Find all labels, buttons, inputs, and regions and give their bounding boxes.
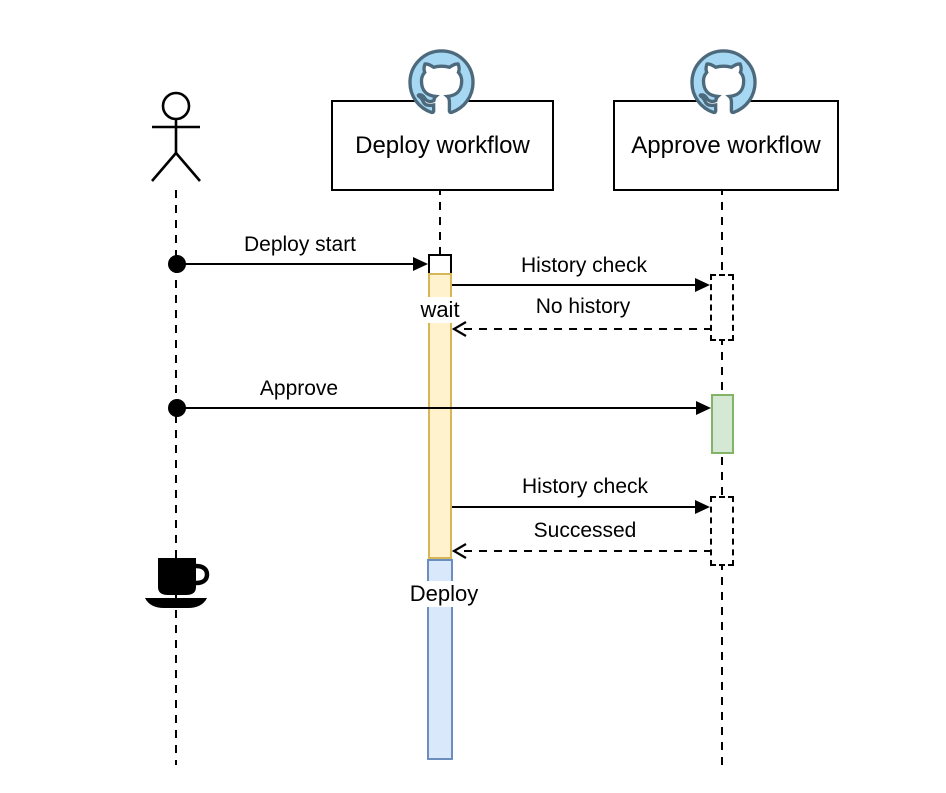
activation-history-check-1	[710, 274, 734, 341]
deploy-lifeline	[439, 187, 441, 255]
message-arrow-no-history	[464, 328, 710, 330]
message-arrow-deploy-start	[184, 263, 415, 265]
approve-lifeline	[721, 187, 723, 765]
wait-label: wait	[415, 297, 465, 323]
message-label-approve: Approve	[259, 377, 339, 400]
message-arrow-approve	[184, 407, 698, 409]
message-arrow-successed	[464, 550, 710, 552]
open-arrowhead-icon	[452, 321, 467, 337]
arrowhead-icon	[695, 500, 710, 514]
arrowhead-icon	[696, 401, 711, 415]
approve-participant-label: Approve workflow	[631, 131, 821, 159]
github-octocat-icon	[690, 49, 757, 115]
message-label-history-check-2: History check	[521, 475, 649, 498]
activation-start-square	[428, 254, 452, 275]
github-octocat-icon	[408, 49, 475, 115]
arrowhead-icon	[695, 278, 710, 292]
message-arrow-history-check-2	[452, 506, 698, 508]
deploy-participant-label: Deploy workflow	[355, 131, 530, 159]
open-arrowhead-icon	[452, 543, 467, 559]
message-start-dot	[168, 255, 186, 273]
activation-history-check-2	[710, 496, 734, 566]
user-lifeline	[175, 190, 177, 765]
message-label-history-check-1: History check	[520, 254, 648, 277]
message-start-dot	[168, 399, 186, 417]
actor-figure	[151, 91, 201, 182]
message-arrow-history-check-1	[452, 284, 698, 286]
message-label-no-history: No history	[535, 295, 631, 318]
deploy-label: Deploy	[404, 581, 484, 607]
arrowhead-icon	[413, 257, 428, 271]
activation-approve-green	[711, 394, 734, 454]
message-label-deploy-start: Deploy start	[243, 233, 357, 256]
coffee-cup-icon	[145, 558, 210, 608]
message-label-successed: Successed	[533, 519, 637, 542]
